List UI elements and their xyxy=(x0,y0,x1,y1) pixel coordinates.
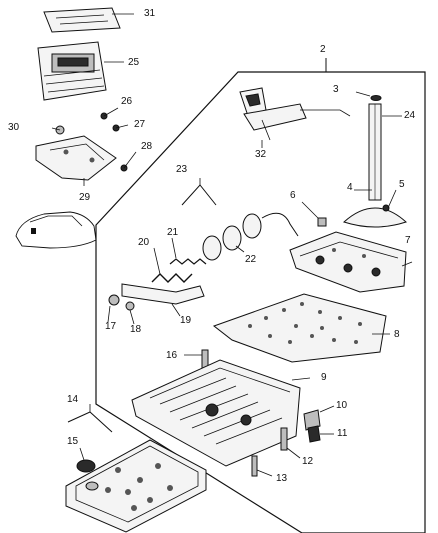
bracket-part xyxy=(35,135,117,186)
callout-14: 14 xyxy=(67,394,79,405)
pin-part xyxy=(184,349,209,369)
callout-6: 6 xyxy=(290,190,296,201)
shaft-part xyxy=(343,91,407,228)
callout-30: 30 xyxy=(8,122,20,133)
callout-17: 17 xyxy=(105,321,117,332)
separator-plate-part xyxy=(212,293,390,363)
callout-22: 22 xyxy=(245,254,257,265)
callout-15: 15 xyxy=(67,436,79,447)
callout-26: 26 xyxy=(121,96,133,107)
callout-23: 23 xyxy=(176,164,188,175)
callout-11: 11 xyxy=(337,428,348,439)
assembly-frame xyxy=(95,71,426,533)
valve-body-upper-part xyxy=(289,231,413,293)
callout-25: 25 xyxy=(128,57,140,68)
callout-31: 31 xyxy=(144,8,156,19)
nut-part xyxy=(301,201,327,227)
control-module-part xyxy=(37,41,124,101)
callout-7: 7 xyxy=(405,235,411,246)
solenoid-pack-part xyxy=(181,178,299,261)
callout-16: 16 xyxy=(166,350,178,361)
oil-pan-part xyxy=(65,404,207,533)
callout-24: 24 xyxy=(404,110,416,121)
callout-27: 27 xyxy=(134,119,146,130)
callout-28: 28 xyxy=(141,141,153,152)
callout-13: 13 xyxy=(276,473,288,484)
callout-3: 3 xyxy=(333,84,339,95)
callout-19: 19 xyxy=(180,315,192,326)
callout-8: 8 xyxy=(394,329,400,340)
callout-29: 29 xyxy=(79,192,91,203)
callout-9: 9 xyxy=(321,372,327,383)
callout-2: 2 xyxy=(320,44,326,55)
cover-plate-part xyxy=(43,7,134,33)
callout-10: 10 xyxy=(336,400,348,411)
spring-parts xyxy=(151,237,245,283)
plug-parts xyxy=(251,405,335,477)
sensor-part xyxy=(239,87,351,148)
callout-21: 21 xyxy=(167,227,179,238)
callout-18: 18 xyxy=(130,324,142,335)
callout-5: 5 xyxy=(399,179,405,190)
callout-20: 20 xyxy=(138,237,150,248)
valve-body-lower-part xyxy=(131,359,311,467)
callout-12: 12 xyxy=(302,456,314,467)
lever-parts xyxy=(107,283,205,325)
screw-parts xyxy=(51,107,137,172)
callout-32: 32 xyxy=(255,149,267,160)
callout-4: 4 xyxy=(347,182,353,193)
vehicle-silhouette xyxy=(15,211,97,249)
